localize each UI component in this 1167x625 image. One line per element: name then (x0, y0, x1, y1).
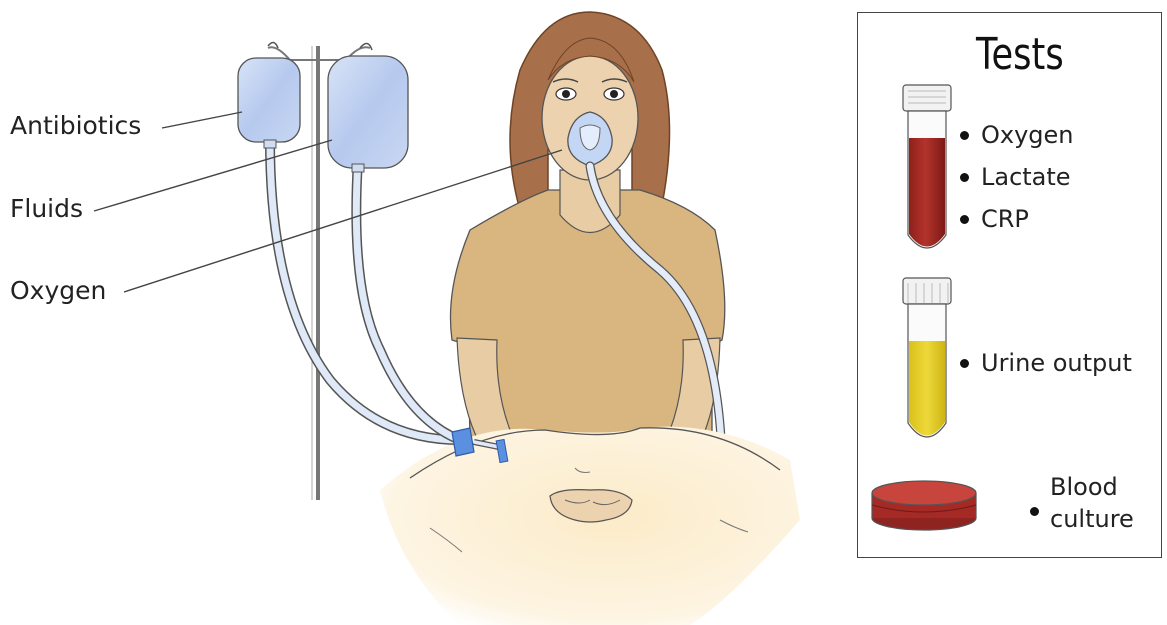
test-item-label: Lactate (981, 165, 1071, 189)
blood-tube (903, 85, 951, 248)
test-item-crp: CRP (960, 207, 1029, 231)
blood-culture-label: Blood culture (1050, 471, 1134, 536)
antibiotics-bag (238, 42, 300, 148)
iv-connector (452, 428, 474, 456)
petri-dish (872, 481, 976, 530)
tests-panel: Tests (857, 12, 1162, 558)
blanket (380, 427, 800, 625)
test-item-label: CRP (981, 207, 1029, 231)
test-item-urine-output: Urine output (960, 351, 1132, 375)
test-item-label: Oxygen (981, 123, 1074, 147)
bullet-icon (960, 173, 969, 182)
test-item-label: Urine output (981, 351, 1132, 375)
bullet-icon (960, 131, 969, 140)
bullet-icon (1030, 507, 1039, 516)
bullet-icon (960, 359, 969, 368)
blood-culture-line2: culture (1050, 503, 1134, 535)
fluids-label: Fluids (10, 196, 83, 221)
blood-culture-line1: Blood (1050, 471, 1134, 503)
bullet-icon (960, 215, 969, 224)
fluids-bag (328, 43, 408, 172)
antibiotics-label: Antibiotics (10, 113, 141, 138)
urine-tube (903, 278, 951, 437)
test-item-lactate: Lactate (960, 165, 1071, 189)
oxygen-label: Oxygen (10, 278, 106, 303)
test-item-oxygen: Oxygen (960, 123, 1074, 147)
